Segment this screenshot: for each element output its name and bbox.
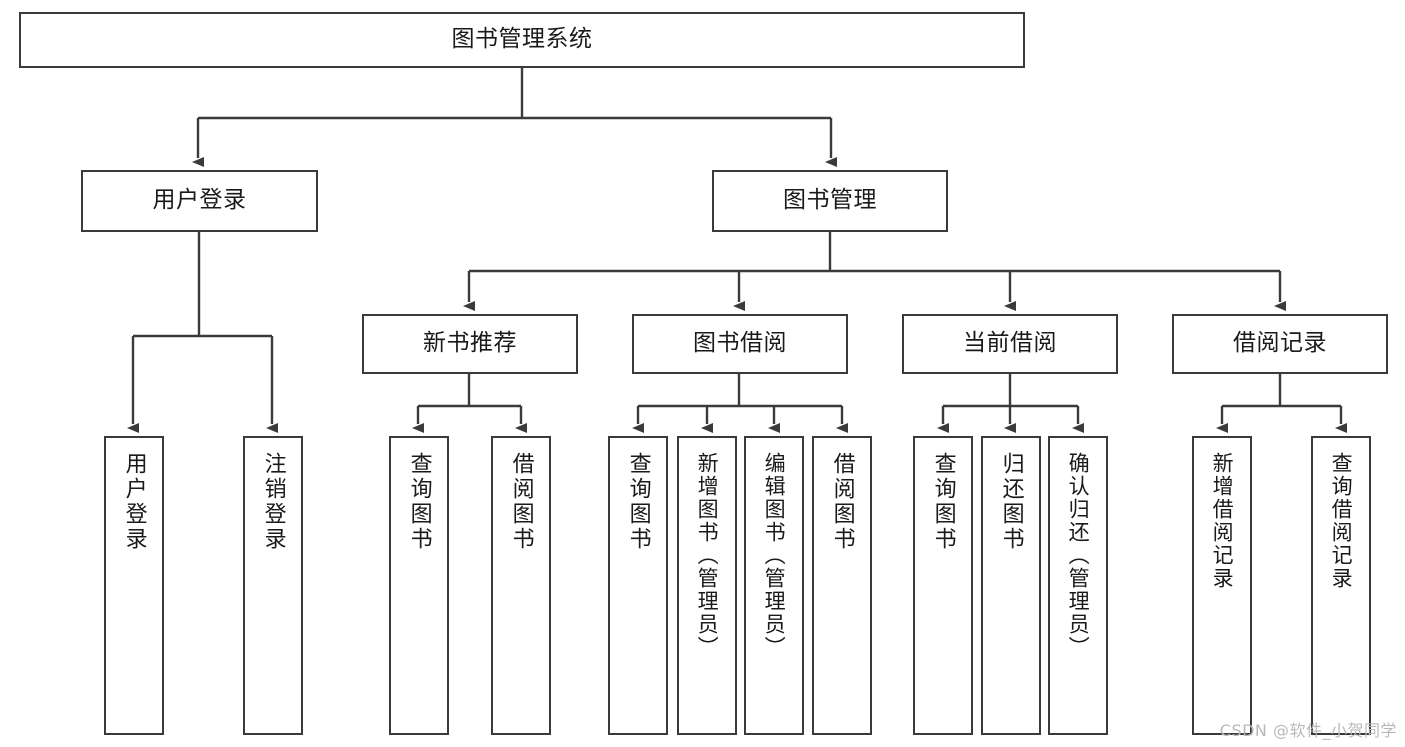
node-label: 借阅记录: [1233, 330, 1327, 357]
node-leaf-borrow-book-2[interactable]: 借阅图书: [812, 436, 872, 735]
node-leaf-query-book-1[interactable]: 查询图书: [389, 436, 449, 735]
node-label: 查询借阅记录: [1329, 452, 1354, 590]
node-leaf-confirm-return[interactable]: 确认归还（管理员）: [1048, 436, 1108, 735]
node-leaf-user-login[interactable]: 用户登录: [104, 436, 164, 735]
node-label: 用户登录: [152, 187, 247, 214]
node-book-borrow[interactable]: 图书借阅: [632, 314, 848, 374]
node-label: 图书管理系统: [451, 26, 593, 53]
node-label: 新增图书（管理员）: [695, 452, 720, 659]
node-leaf-query-record[interactable]: 查询借阅记录: [1311, 436, 1371, 735]
node-label: 查询图书: [406, 452, 432, 552]
node-label: 图书管理: [783, 187, 877, 214]
node-leaf-edit-book[interactable]: 编辑图书（管理员）: [744, 436, 804, 735]
node-leaf-add-record[interactable]: 新增借阅记录: [1192, 436, 1252, 735]
node-label: 新书推荐: [423, 330, 517, 357]
node-borrow-record[interactable]: 借阅记录: [1172, 314, 1388, 374]
watermark-credit: CSDN @软件_小贺同学: [1219, 721, 1397, 740]
node-book-manage[interactable]: 图书管理: [712, 170, 948, 232]
node-new-book-recommend[interactable]: 新书推荐: [362, 314, 578, 374]
node-label: 确认归还（管理员）: [1066, 452, 1091, 659]
node-user-login[interactable]: 用户登录: [81, 170, 318, 232]
node-label: 当前借阅: [963, 330, 1057, 357]
node-leaf-borrow-book-1[interactable]: 借阅图书: [491, 436, 551, 735]
node-leaf-query-book-2[interactable]: 查询图书: [608, 436, 668, 735]
node-leaf-query-book-3[interactable]: 查询图书: [913, 436, 973, 735]
node-label: 新增借阅记录: [1210, 452, 1235, 590]
node-label: 用户登录: [121, 452, 147, 552]
node-label: 查询图书: [625, 452, 651, 552]
node-label: 编辑图书（管理员）: [762, 452, 787, 659]
node-leaf-logout-login[interactable]: 注销登录: [243, 436, 303, 735]
node-label: 借阅图书: [829, 452, 855, 552]
node-label: 查询图书: [930, 452, 956, 552]
node-label: 借阅图书: [508, 452, 534, 552]
node-leaf-add-book[interactable]: 新增图书（管理员）: [677, 436, 737, 735]
node-root-system[interactable]: 图书管理系统: [19, 12, 1025, 68]
node-label: 归还图书: [998, 452, 1024, 552]
node-leaf-return-book[interactable]: 归还图书: [981, 436, 1041, 735]
node-label: 注销登录: [260, 452, 286, 552]
node-label: 图书借阅: [693, 330, 787, 357]
node-current-borrow[interactable]: 当前借阅: [902, 314, 1118, 374]
